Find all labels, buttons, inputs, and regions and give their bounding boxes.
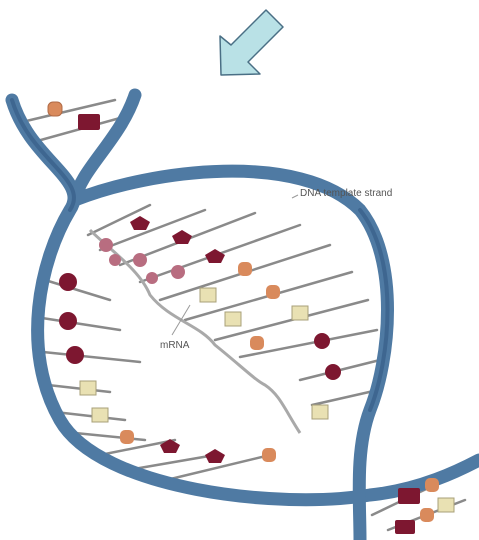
- base-orange: [420, 508, 434, 522]
- rung: [128, 455, 215, 470]
- base-maroon: [160, 439, 180, 453]
- base-maroon: [66, 346, 84, 364]
- base-maroon: [59, 273, 77, 291]
- down-left-arrow-icon: [220, 10, 283, 75]
- base-orange: [250, 336, 264, 350]
- rung: [43, 352, 140, 362]
- base-pink: [109, 254, 121, 266]
- base-cream: [92, 408, 108, 422]
- dna-label-pointer: [292, 195, 298, 198]
- mrna-strand: [90, 230, 300, 433]
- base-maroon: [314, 333, 330, 349]
- rung: [22, 100, 115, 122]
- dna-template-strand-label: DNA template strand: [300, 188, 392, 199]
- base-pink: [99, 238, 113, 252]
- base-cream: [312, 405, 328, 419]
- base-orange: [120, 430, 134, 444]
- base-orange: [262, 448, 276, 462]
- base-maroon: [172, 230, 192, 244]
- base-maroon: [78, 114, 100, 130]
- base-orange: [48, 102, 62, 116]
- base-orange: [238, 262, 252, 276]
- mrna-label: mRNA: [160, 340, 189, 351]
- rung: [100, 210, 205, 250]
- rung: [48, 385, 110, 392]
- base-cream: [200, 288, 216, 302]
- base-maroon: [398, 488, 420, 504]
- base-cream: [80, 381, 96, 395]
- base-maroon: [205, 249, 225, 263]
- base-pink: [133, 253, 147, 267]
- base-maroon: [205, 449, 225, 463]
- base-maroon: [395, 520, 415, 534]
- base-orange: [425, 478, 439, 492]
- base-cream: [292, 306, 308, 320]
- backbone-left: [12, 100, 479, 500]
- rung: [45, 280, 110, 300]
- base-maroon: [59, 312, 77, 330]
- base-maroon: [130, 216, 150, 230]
- dna-backbones: [12, 95, 479, 540]
- base-maroon: [325, 364, 341, 380]
- rung: [42, 318, 120, 330]
- base-pink: [171, 265, 185, 279]
- base-orange: [266, 285, 280, 299]
- base-pink: [146, 272, 158, 284]
- base-cream: [438, 498, 454, 512]
- base-cream: [225, 312, 241, 326]
